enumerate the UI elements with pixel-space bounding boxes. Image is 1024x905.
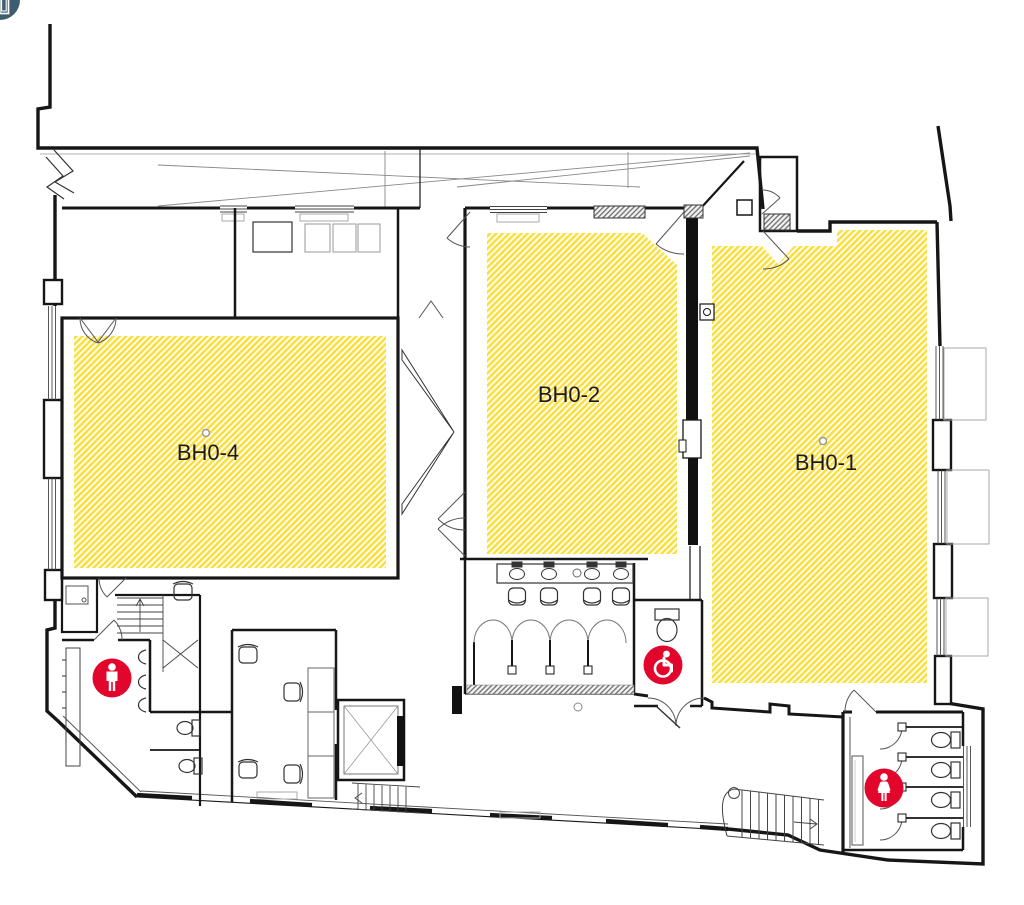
elevator-icon [0, 0, 10, 15]
room-bh0-1-label: BH0-1 [795, 450, 857, 475]
room-labels: BH0-4 BH0-2 BH0-1 [177, 382, 857, 475]
room-bh0-1-highlight[interactable] [712, 230, 927, 683]
accessible-restroom-icon [643, 645, 683, 685]
roof-lines [40, 151, 757, 207]
ceiling-marker [201, 428, 211, 438]
room-bh0-4-label: BH0-4 [177, 440, 239, 465]
window-glazing [48, 205, 971, 827]
woman-icon [877, 773, 891, 801]
window-sills [221, 213, 990, 819]
mens-restroom-icon [92, 658, 132, 698]
ceiling-marker [818, 436, 828, 446]
sinks [509, 561, 629, 580]
office-chairs [172, 580, 304, 785]
room-highlights [74, 230, 927, 683]
room-bh0-2-label: BH0-2 [538, 382, 600, 407]
fixtures [62, 221, 961, 846]
room-bh0-2-highlight[interactable] [487, 233, 677, 554]
womens-restroom-icon [864, 768, 904, 808]
room-bh0-4-highlight[interactable] [74, 336, 386, 568]
stairs-elevator [351, 782, 421, 814]
elevator-circle [0, 0, 20, 20]
stairs-southeast [721, 787, 825, 846]
wall-break-symbol [45, 149, 75, 200]
stall-dividers [507, 640, 907, 823]
elevator-icon-wrap [0, 0, 20, 20]
structural-column [397, 204, 791, 766]
womens-toilets [930, 731, 961, 840]
stairs [117, 595, 825, 846]
marker-icons [0, 0, 904, 808]
wheelchair-icon [653, 650, 673, 678]
stools [507, 587, 631, 606]
exterior-walls [36, 24, 985, 866]
doors [79, 189, 903, 841]
stairs-northwest [117, 595, 199, 672]
man-icon [106, 663, 118, 691]
